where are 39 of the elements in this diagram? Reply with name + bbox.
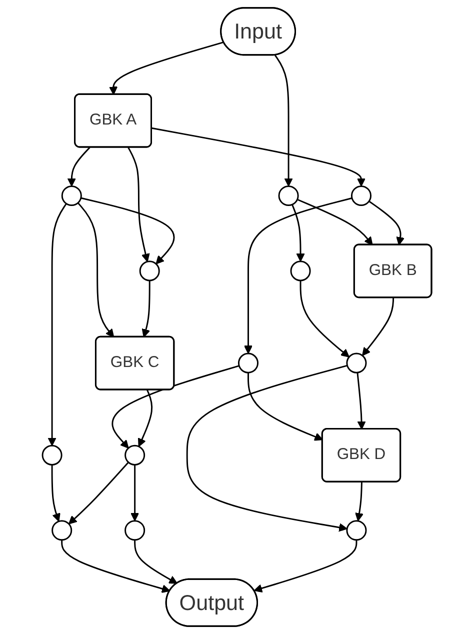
node-circle	[346, 352, 367, 374]
node-circle	[346, 520, 367, 541]
arrow	[244, 197, 352, 354]
arrow	[68, 462, 129, 524]
arrow	[356, 372, 366, 430]
arrow	[368, 200, 405, 246]
arrow	[186, 364, 348, 532]
arrow	[297, 198, 373, 246]
arrow	[142, 280, 150, 338]
arrow	[254, 540, 358, 592]
node-circle	[52, 520, 72, 541]
arrow	[362, 298, 394, 356]
node-circle	[350, 185, 372, 206]
arrow	[134, 540, 178, 584]
arrow	[77, 202, 114, 338]
arrow	[80, 197, 175, 264]
node-circle	[124, 520, 146, 541]
node-circle	[290, 260, 311, 282]
node-circle	[278, 185, 299, 206]
arrow	[109, 42, 224, 95]
node-circle	[238, 352, 258, 374]
arrow	[291, 204, 305, 262]
node-circle	[139, 260, 160, 282]
arrow	[274, 54, 293, 187]
arrow	[61, 540, 170, 593]
arrow	[355, 482, 364, 522]
arrow	[128, 147, 150, 262]
arrow	[67, 147, 90, 187]
arrow	[51, 464, 60, 522]
arrow	[112, 365, 240, 448]
arrow	[300, 280, 350, 358]
arrow	[48, 203, 67, 446]
node-circle	[61, 185, 82, 206]
arrow	[130, 464, 140, 522]
node-circle	[124, 444, 146, 466]
arrow	[248, 372, 324, 441]
arrow	[138, 390, 153, 447]
arrow	[152, 127, 366, 187]
node-circle	[42, 444, 62, 466]
